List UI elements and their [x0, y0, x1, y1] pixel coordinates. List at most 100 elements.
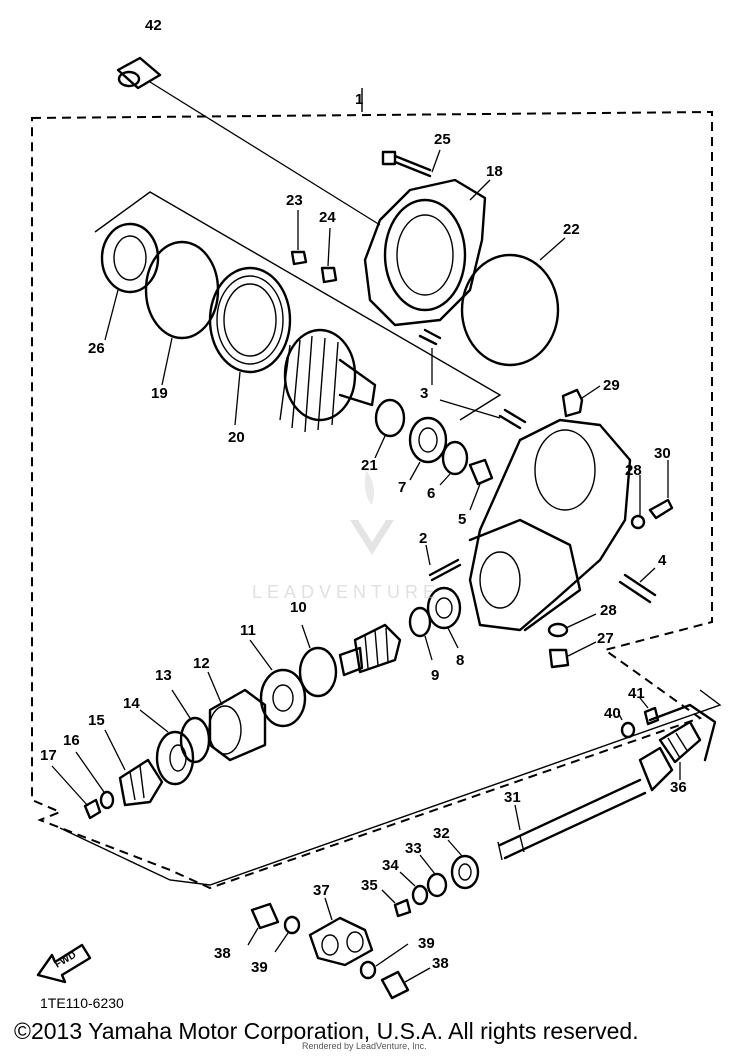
washer-part-34	[411, 884, 429, 906]
callout-40: 40	[604, 705, 621, 722]
callout-39a: 39	[251, 959, 268, 976]
reference-code: 1TE110-6230	[40, 995, 124, 1011]
copyright-footer: ©2013 Yamaha Motor Corporation, U.S.A. A…	[14, 1018, 639, 1044]
callout-38a: 38	[214, 945, 231, 962]
bearing-part-38b	[380, 967, 431, 1000]
nut-part-35	[381, 889, 412, 918]
drive-shaft-part-31	[497, 746, 674, 861]
bearing-part-38a	[247, 902, 280, 946]
nut-part-24	[320, 227, 338, 284]
fwd-arrow-icon: FWD	[36, 943, 92, 984]
clip-part-39b	[359, 960, 377, 980]
callout-23: 23	[286, 192, 303, 209]
callout-18: 18	[486, 163, 503, 180]
collar-part-5	[468, 458, 494, 511]
o-ring-part-22	[460, 253, 560, 367]
callout-4: 4	[658, 552, 667, 569]
bushing-part-42	[116, 56, 381, 226]
retainer-plate-part-18	[363, 178, 491, 327]
drive-pinion-gear	[338, 623, 402, 677]
bearing-part-8	[426, 586, 462, 649]
oil-seal-part-14	[139, 709, 195, 786]
callout-38b: 38	[432, 955, 449, 972]
nut-part-23	[290, 210, 308, 266]
clip-part-39a	[283, 915, 301, 935]
callout-8: 8	[456, 652, 464, 669]
callout-36: 36	[670, 779, 687, 796]
bolt-part-41	[639, 697, 660, 726]
shim-part-21	[374, 398, 406, 438]
shaft-group-bracket	[59, 689, 722, 886]
callout-19: 19	[151, 385, 168, 402]
callout-28b: 28	[600, 602, 617, 619]
callout-7: 7	[398, 479, 406, 496]
washer-part-28b	[547, 622, 569, 638]
callout-30: 30	[654, 445, 671, 462]
final-gear-case	[468, 418, 632, 632]
callout-17: 17	[40, 747, 57, 764]
universal-joint-part-37	[308, 897, 374, 967]
shim-part-10	[298, 646, 338, 698]
callout-27: 27	[597, 630, 614, 647]
callout-13: 13	[155, 667, 172, 684]
callout-41: 41	[628, 685, 645, 702]
callout-34: 34	[382, 857, 399, 874]
watermark-text: LEADVENTURE	[252, 582, 440, 602]
drain-plug-part-27	[548, 641, 597, 669]
callout-26: 26	[88, 340, 105, 357]
shim-part-13	[179, 716, 211, 764]
callout-16: 16	[63, 732, 80, 749]
coupling-gear-part-15	[104, 729, 164, 807]
boot-part-36	[658, 720, 702, 780]
callout-37: 37	[313, 882, 330, 899]
bearing-part-32	[447, 839, 480, 890]
callout-1: 1	[355, 91, 363, 108]
washer-part-33	[426, 872, 448, 898]
callout-6: 6	[427, 485, 435, 502]
bearing-housing-part-12	[207, 671, 267, 762]
bearing-part-11	[249, 639, 307, 728]
callout-9: 9	[431, 667, 439, 684]
clip-part-40	[620, 721, 636, 739]
callout-labels: 42 1 25 18 23 24 22 26 19 3 29 20 21 30 …	[40, 17, 687, 976]
washer-part-28a	[630, 514, 646, 530]
callout-29: 29	[603, 377, 620, 394]
callout-32: 32	[433, 825, 450, 842]
callout-11: 11	[240, 622, 256, 639]
filler-cap-part-29	[561, 385, 601, 418]
bolt-part-30	[648, 460, 674, 520]
snap-ring-part-19	[144, 240, 220, 340]
callout-31: 31	[504, 789, 521, 806]
bearing-group-bracket	[94, 191, 502, 421]
washer-part-16	[99, 790, 115, 810]
pin-part-2	[425, 544, 462, 582]
callout-35: 35	[361, 877, 378, 894]
callout-28a: 28	[625, 462, 642, 479]
callout-14: 14	[123, 695, 140, 712]
callout-39b: 39	[418, 935, 435, 952]
shim-part-6	[441, 440, 469, 476]
stud-part-3	[418, 328, 527, 430]
leadventure-watermark: LEADVENTURE	[252, 470, 440, 602]
callout-5: 5	[458, 511, 466, 528]
seal-part-26	[100, 222, 160, 341]
callout-22: 22	[563, 221, 580, 238]
spacer-part-9	[408, 606, 433, 661]
callout-20: 20	[228, 429, 245, 446]
callout-24: 24	[319, 209, 336, 226]
callout-2: 2	[419, 530, 427, 547]
callout-21: 21	[361, 457, 378, 474]
callout-15: 15	[88, 712, 105, 729]
callout-42: 42	[145, 17, 162, 34]
rendered-by-note: Rendered by LeadVenture, Inc.	[302, 1041, 427, 1051]
bearing-part-20	[208, 266, 292, 426]
bearing-part-7	[408, 416, 448, 481]
callout-25: 25	[434, 131, 451, 148]
bracket-plate	[648, 703, 717, 762]
callout-33: 33	[405, 840, 422, 857]
callout-12: 12	[193, 655, 210, 672]
callout-10: 10	[290, 599, 307, 616]
stud-part-4	[618, 567, 657, 604]
